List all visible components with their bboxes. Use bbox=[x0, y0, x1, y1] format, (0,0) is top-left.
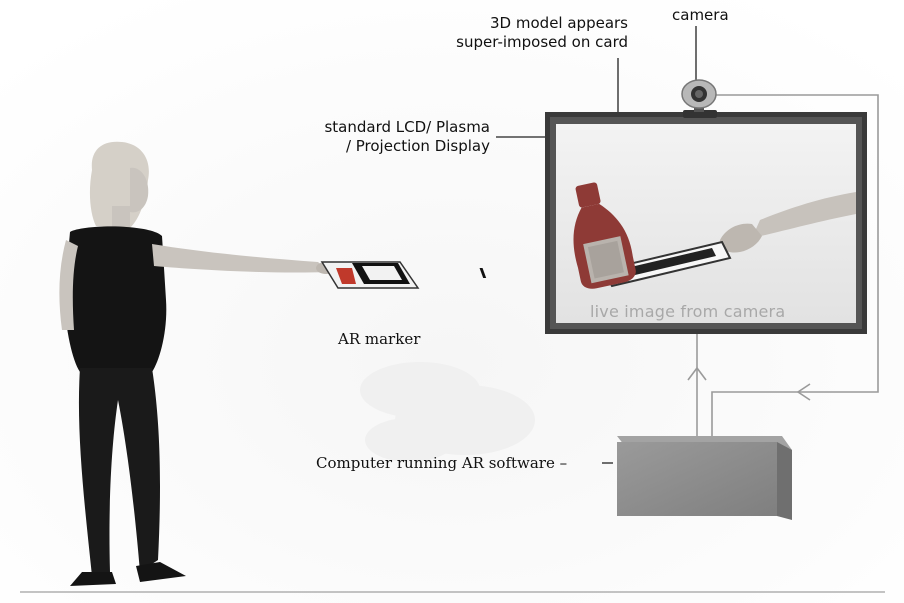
live-image-caption: live image from camera bbox=[590, 302, 786, 321]
model-label-line1: 3D model appears bbox=[490, 14, 628, 32]
webcam-icon bbox=[681, 79, 717, 118]
camera-label: camera bbox=[672, 6, 729, 24]
model-superimposed-label: 3D model appears super-imposed on card bbox=[398, 14, 628, 52]
display-label-line2: / Projection Display bbox=[345, 137, 490, 155]
model-label-line2: super-imposed on card bbox=[456, 33, 628, 51]
ar-marker-card bbox=[320, 261, 487, 289]
ar-marker-label: AR marker bbox=[338, 330, 421, 348]
computer-box bbox=[617, 436, 792, 520]
bottle-3d-model bbox=[573, 182, 636, 289]
screen-content bbox=[573, 182, 856, 289]
wall-shadow bbox=[360, 362, 535, 462]
connector-lines bbox=[687, 94, 879, 436]
display-label-line1: standard LCD/ Plasma bbox=[324, 118, 490, 136]
display-label: standard LCD/ Plasma / Projection Displa… bbox=[278, 118, 490, 156]
person-figure bbox=[59, 141, 336, 586]
computer-label: Computer running AR software – bbox=[316, 454, 568, 472]
